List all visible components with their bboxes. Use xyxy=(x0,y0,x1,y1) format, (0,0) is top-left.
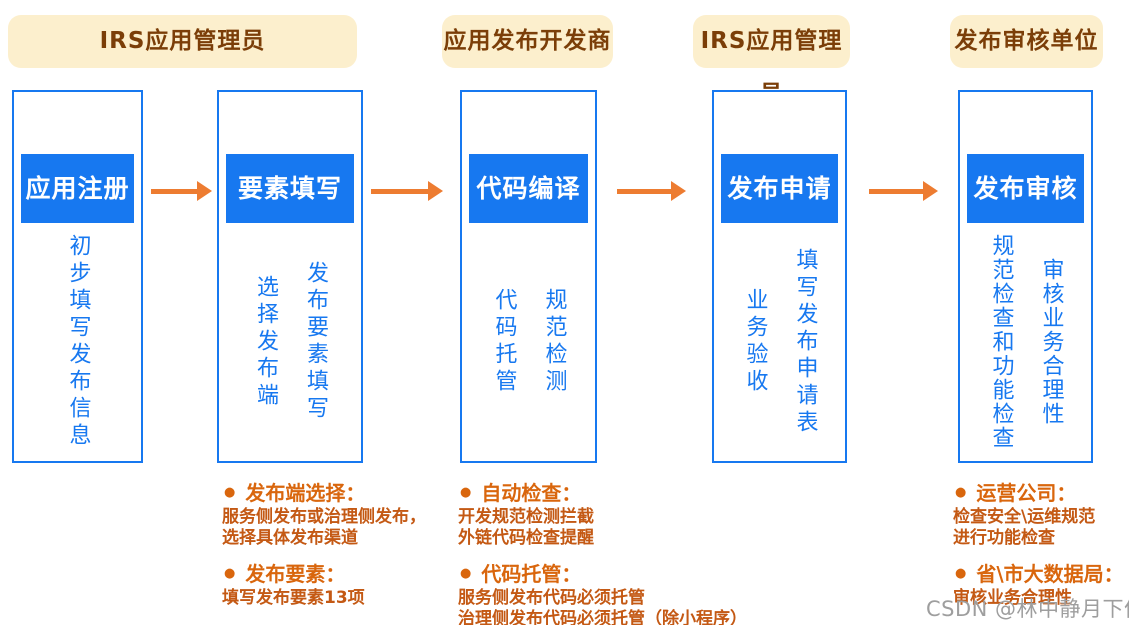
stage-release-apply: 发布申请 业务验收 填写发布申请表 xyxy=(712,90,847,463)
note-heading: ● 代码托管： xyxy=(458,562,768,586)
note-heading: ● 发布要素： xyxy=(222,562,457,586)
bullet-icon: ● xyxy=(460,485,472,500)
note-line: 开发规范检测拦截 xyxy=(458,507,594,527)
role-header-review-unit: 发布审核单位 xyxy=(950,15,1103,68)
note-line: 检查安全\运维规范 xyxy=(953,507,1096,527)
bullet-icon: ● xyxy=(224,485,236,500)
role-header-irs-admin-1: IRS应用管理员 xyxy=(8,15,357,68)
stage-code-compile: 代码编译 代码托管 规范检测 xyxy=(460,90,597,463)
stage-detail-area: 选择发布端 发布要素填写 xyxy=(219,223,361,461)
note-heading-text: 运营公司： xyxy=(976,481,1077,505)
flow-arrow-icon xyxy=(869,181,938,201)
note-line: 填写发布要素13项 xyxy=(222,588,365,608)
stage-vertical-text: 业务验收 xyxy=(742,288,768,396)
note-heading-text: 发布要素： xyxy=(245,562,346,586)
note-heading-text: 发布端选择： xyxy=(245,481,366,505)
stage-title-bar: 要素填写 xyxy=(226,154,354,223)
notes-release-review: ● 运营公司： 检查安全\运维规范 进行功能检查 ● 省\市大数据局： 审核业务… xyxy=(953,481,1129,609)
stage-vertical-text: 代码托管 xyxy=(491,288,517,396)
stage-detail-area: 初步填写发布信息 xyxy=(14,223,141,461)
stage-title-bar: 发布审核 xyxy=(967,154,1084,223)
bullet-icon: ● xyxy=(955,566,967,581)
stage-app-registration: 应用注册 初步填写发布信息 xyxy=(12,90,143,463)
stage-title-bar: 应用注册 xyxy=(21,154,134,223)
notes-code-compile: ● 自动检查： 开发规范检测拦截 外链代码检查提醒 ● 代码托管： 服务侧发布代… xyxy=(458,481,768,625)
note-group: ● 代码托管： 服务侧发布代码必须托管 治理侧发布代码必须托管（除小程序） xyxy=(458,562,768,625)
flow-arrow-icon xyxy=(151,181,212,201)
note-heading: ● 运营公司： xyxy=(953,481,1129,505)
note-heading-text: 代码托管： xyxy=(481,562,582,586)
stage-vertical-text: 选择发布端 xyxy=(253,274,278,410)
stage-element-filling: 要素填写 选择发布端 发布要素填写 xyxy=(217,90,363,463)
flow-arrow-icon xyxy=(371,181,443,201)
note-heading: ● 省\市大数据局： xyxy=(953,562,1129,586)
stage-vertical-text: 规范检测 xyxy=(541,288,567,396)
note-line: 进行功能检查 xyxy=(953,528,1055,548)
note-group: ● 运营公司： 检查安全\运维规范 进行功能检查 xyxy=(953,481,1129,549)
note-line: 选择具体发布渠道 xyxy=(222,528,358,548)
stage-vertical-text: 规范检查和功能检查 xyxy=(988,234,1014,450)
note-heading: ● 发布端选择： xyxy=(222,481,457,505)
stage-vertical-text: 发布要素填写 xyxy=(303,261,328,423)
note-heading-text: 省\市大数据局： xyxy=(976,562,1124,586)
bullet-icon: ● xyxy=(224,566,236,581)
stage-detail-area: 代码托管 规范检测 xyxy=(462,223,595,461)
stage-vertical-text: 填写发布申请表 xyxy=(792,247,818,437)
bullet-icon: ● xyxy=(460,566,472,581)
watermark: CSDN @林中静月下仙 xyxy=(926,597,1129,621)
note-group: ● 省\市大数据局： 审核业务合理性 xyxy=(953,562,1129,609)
note-line: 治理侧发布代码必须托管（除小程序） xyxy=(458,609,747,625)
note-line: 审核业务合理性 xyxy=(953,588,1072,608)
stage-detail-area: 规范检查和功能检查 审核业务合理性 xyxy=(960,223,1091,461)
note-group: ● 发布要素： 填写发布要素13项 xyxy=(222,562,457,609)
bullet-icon: ● xyxy=(955,485,967,500)
stage-title-bar: 发布申请 xyxy=(721,154,838,223)
note-line: 服务侧发布代码必须托管 xyxy=(458,588,645,608)
note-group: ● 发布端选择： 服务侧发布或治理侧发布， 选择具体发布渠道 xyxy=(222,481,457,549)
note-group: ● 自动检查： 开发规范检测拦截 外链代码检查提醒 xyxy=(458,481,768,549)
stage-release-review: 发布审核 规范检查和功能检查 审核业务合理性 xyxy=(958,90,1093,463)
note-heading: ● 自动检查： xyxy=(458,481,768,505)
stage-title-bar: 代码编译 xyxy=(469,154,588,223)
role-header-app-developer: 应用发布开发商 xyxy=(442,15,613,68)
note-line: 外链代码检查提醒 xyxy=(458,528,594,548)
stage-vertical-text: 初步填写发布信息 xyxy=(65,234,91,450)
flow-arrow-icon xyxy=(617,181,686,201)
note-line: 服务侧发布或治理侧发布， xyxy=(222,507,426,527)
stage-vertical-text: 审核业务合理性 xyxy=(1038,258,1064,426)
note-heading-text: 自动检查： xyxy=(481,481,582,505)
stage-detail-area: 业务验收 填写发布申请表 xyxy=(714,223,845,461)
role-header-irs-admin-2: IRS应用管理员 xyxy=(693,15,850,107)
notes-element-filling: ● 发布端选择： 服务侧发布或治理侧发布， 选择具体发布渠道 ● 发布要素： 填… xyxy=(222,481,457,609)
